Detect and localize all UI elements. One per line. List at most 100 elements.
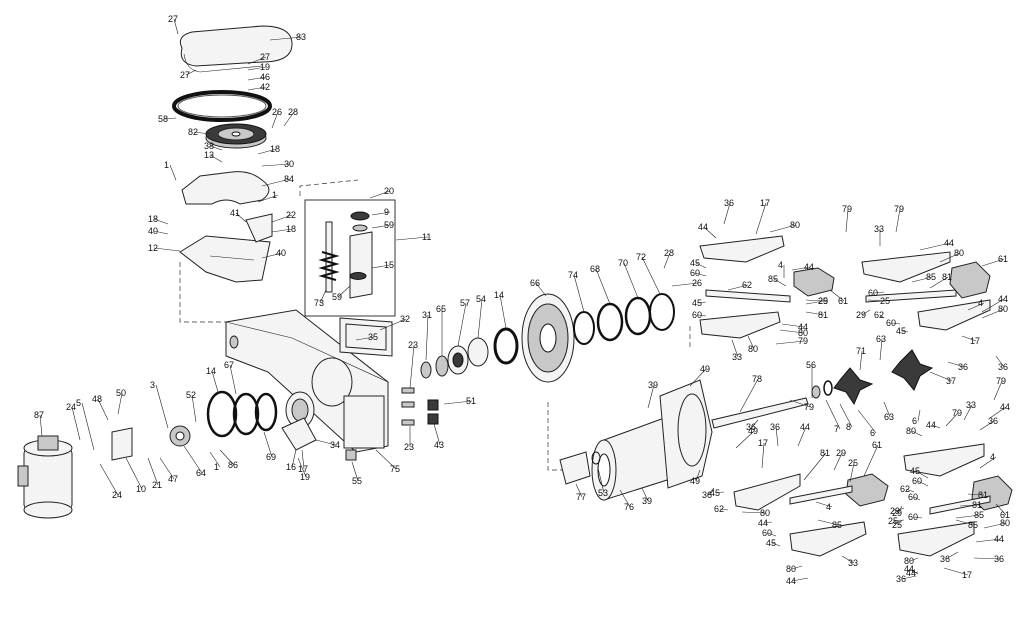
part-number-label: 45 (710, 488, 720, 498)
callout-leader (909, 557, 919, 562)
part-number-label: 78 (752, 374, 762, 384)
part-number-label: 45 (692, 298, 702, 308)
worm-gear-detail-box (304, 199, 396, 317)
part-number-label: 1 (214, 462, 219, 472)
callout-leader (929, 371, 953, 382)
part-number-label: 60 (908, 492, 918, 502)
part-number-label: 37 (946, 376, 956, 386)
part-number-label: 81 (942, 272, 952, 282)
callout-leader (703, 226, 717, 239)
callout-leader (867, 299, 887, 302)
callout-leader (911, 430, 923, 437)
part-number-label: 80 (954, 248, 964, 258)
part-number-label: 8 (846, 422, 851, 432)
part-number-label: 60 (908, 512, 918, 522)
part-number-label: 56 (806, 360, 816, 370)
callout-leader (945, 412, 959, 427)
part-number-label: 14 (494, 290, 504, 300)
callout-leader (319, 289, 327, 304)
callout-leader (209, 154, 223, 163)
spider-couplings (811, 349, 934, 406)
part-number-label: 36 (988, 416, 998, 426)
callout-leader (247, 76, 267, 81)
callout-leader (535, 282, 547, 297)
callout-leader (995, 503, 1007, 516)
callout-leader (477, 298, 483, 339)
callout-leader (153, 230, 169, 235)
callout-leader (989, 406, 1007, 419)
part-number-label: 29 (856, 310, 866, 320)
callout-leader (247, 86, 267, 91)
part-number-label: 51 (466, 396, 476, 406)
part-number-label: 79 (894, 204, 904, 214)
callout-leader (369, 190, 391, 199)
callout-leader (905, 488, 915, 493)
callout-leader (913, 516, 923, 519)
part-number-label: 10 (136, 484, 146, 494)
part-number-label: 85 (768, 274, 778, 284)
callout-leader (929, 276, 949, 289)
part-number-label: 36 (770, 422, 780, 432)
part-number-label: 33 (848, 558, 858, 568)
part-number-label: 45 (766, 538, 776, 548)
part-number-label: 42 (260, 82, 270, 92)
part-number-label: 31 (422, 310, 432, 320)
callout-leader (641, 487, 649, 502)
part-number-label: 54 (476, 294, 486, 304)
part-number-label: 60 (762, 528, 772, 538)
callout-leader (805, 311, 825, 316)
part-number-label: 79 (804, 402, 814, 412)
callout-leader (671, 282, 699, 287)
callout-leader (993, 380, 1003, 401)
part-number-label: 6 (912, 416, 917, 426)
callout-leader (39, 414, 43, 437)
callout-leader (775, 426, 779, 447)
callout-leader (769, 224, 797, 233)
callout-leader (901, 575, 917, 580)
callout-leader (919, 242, 951, 251)
part-number-label: 44 (698, 222, 708, 232)
part-number-label: 18 (286, 224, 296, 234)
part-number-label: 60 (868, 288, 878, 298)
part-number-label: 71 (856, 346, 866, 356)
callout-leader (913, 496, 921, 501)
part-number-label: 24 (112, 490, 122, 500)
callout-leader (159, 457, 175, 480)
callout-leader (379, 318, 407, 331)
callout-leader (981, 298, 1005, 313)
callout-leader (153, 247, 181, 252)
callout-leader (945, 551, 959, 560)
part-number-label: 15 (384, 260, 394, 270)
callout-leader (771, 542, 781, 547)
part-number-label: 9 (384, 207, 389, 217)
part-number-label: 45 (896, 326, 906, 336)
part-number-label: 36 (958, 362, 968, 372)
callout-leader (741, 511, 767, 514)
callout-leader (595, 268, 611, 305)
callout-leader (943, 567, 969, 576)
callout-leader (983, 522, 1007, 529)
callout-leader (619, 489, 631, 508)
callout-leader (791, 577, 809, 582)
part-number-label: 44 (906, 568, 916, 578)
callout-leader (879, 314, 885, 319)
part-number-label: 17 (760, 198, 770, 208)
callout-leader (257, 148, 277, 155)
part-number-label: 13 (204, 150, 214, 160)
part-number-label: 48 (92, 394, 102, 404)
callout-leader (695, 262, 707, 269)
callout-leader (219, 449, 235, 466)
part-number-label: 80 (998, 304, 1008, 314)
part-number-label: 79 (996, 376, 1006, 386)
part-number-label: 40 (276, 248, 286, 258)
part-number-label: 36 (994, 554, 1004, 564)
mounting-plate (181, 171, 270, 205)
callout-leader (839, 403, 853, 428)
part-number-label: 60 (912, 476, 922, 486)
callout-leader (81, 402, 95, 451)
upper-linkage (699, 235, 991, 339)
part-number-label: 4 (826, 502, 831, 512)
callout-leader (775, 340, 805, 345)
part-number-label: 17 (962, 570, 972, 580)
